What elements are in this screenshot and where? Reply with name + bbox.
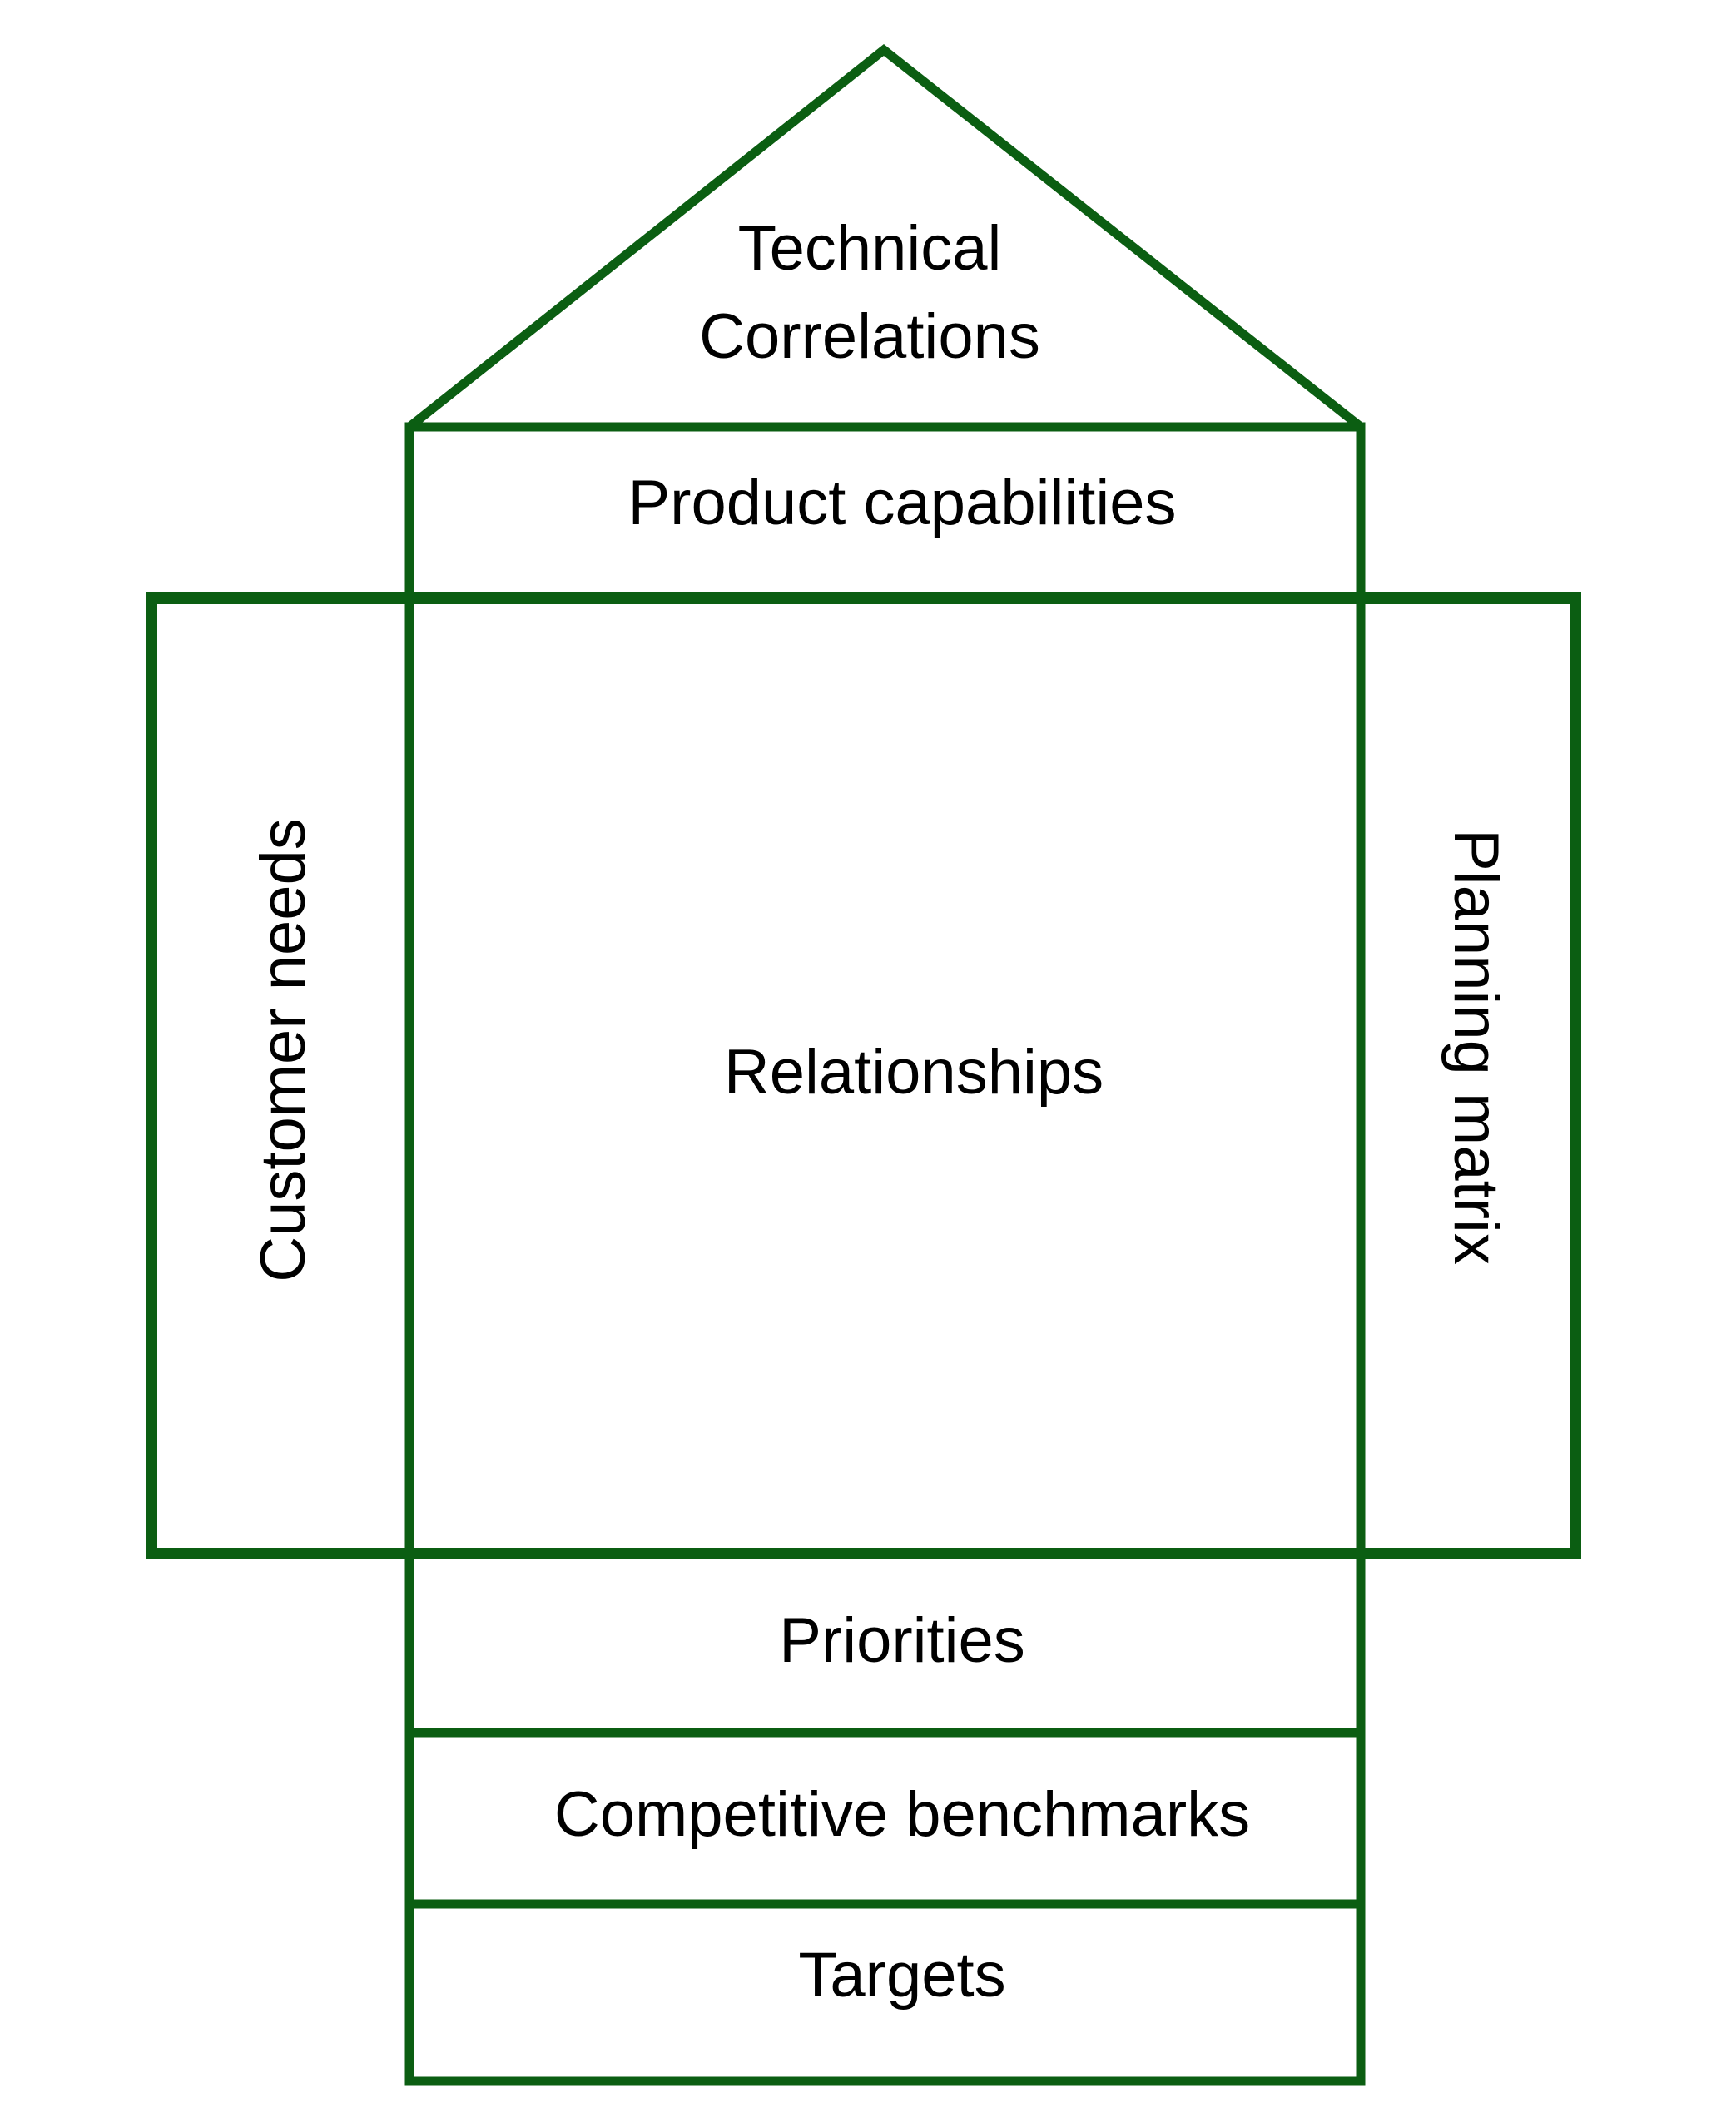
planning-matrix-label: Planning matrix: [1441, 829, 1511, 1265]
roof-outline: [406, 43, 1364, 431]
priorities-label: Priorities: [779, 1605, 1025, 1676]
competitive-benchmarks-label: Competitive benchmarks: [554, 1779, 1250, 1850]
customer-needs-label: Customer needs: [248, 818, 319, 1282]
roof-label-line2: Correlations: [699, 301, 1040, 372]
house-body-outline: [404, 422, 1366, 2086]
relationships-label: Relationships: [724, 1037, 1104, 1108]
roof-label-line1: Technical: [738, 213, 1002, 284]
middle-band-outline: [146, 592, 1581, 1559]
product-capabilities-label: Product capabilities: [627, 468, 1176, 538]
targets-label: Targets: [798, 1940, 1005, 2010]
